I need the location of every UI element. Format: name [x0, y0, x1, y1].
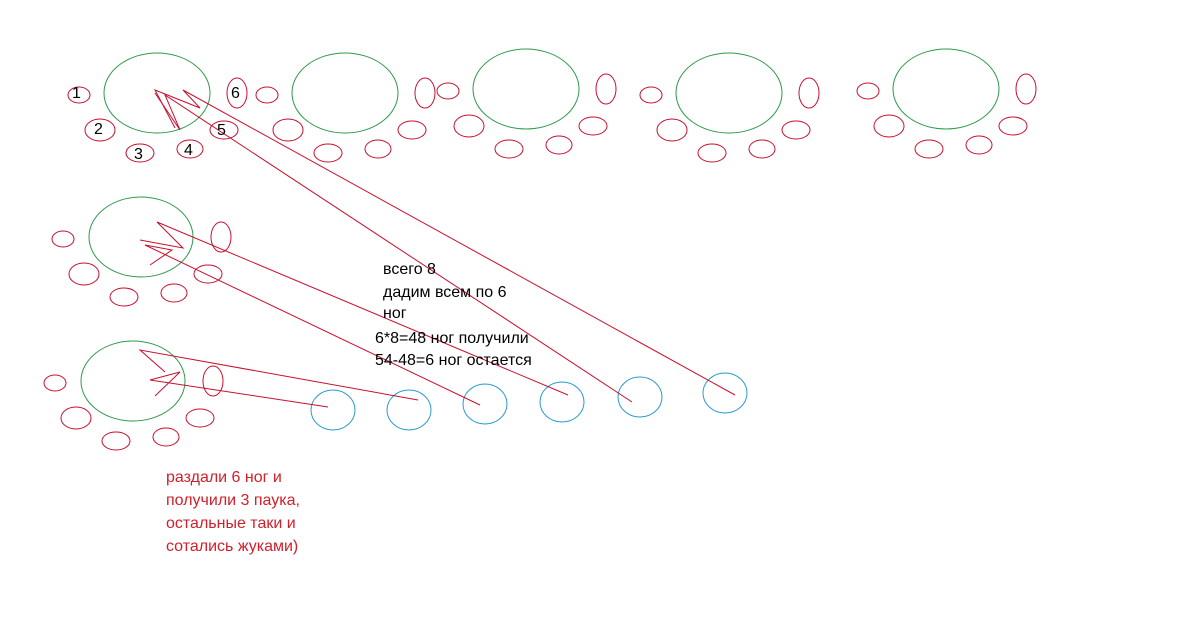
bug-body — [892, 48, 1000, 130]
arrow-line — [144, 244, 481, 406]
bug-leg — [109, 287, 139, 307]
leg-number-6: 6 — [231, 85, 240, 102]
bug-leg — [494, 139, 524, 159]
bug-leg — [639, 86, 663, 104]
bug-body — [291, 52, 399, 134]
note-total: всего 8 — [383, 261, 436, 278]
bug-leg — [255, 86, 279, 104]
bug-body — [472, 48, 580, 130]
note-calc-2: 54-48=6 ног остается — [375, 352, 532, 369]
bug-leg — [176, 139, 204, 159]
bug-leg — [856, 82, 880, 100]
bug-leg — [578, 116, 608, 136]
leg-number-3: 3 — [134, 146, 143, 163]
extra-leg — [617, 376, 663, 418]
bug-leg — [798, 77, 820, 109]
leg-number-1: 1 — [72, 85, 81, 102]
bug-leg — [101, 431, 131, 451]
bug-leg — [965, 135, 993, 155]
arrow-line — [138, 349, 419, 401]
extra-legs — [310, 372, 748, 431]
extra-leg — [462, 383, 508, 425]
bug-leg — [697, 143, 727, 163]
bug-leg — [545, 135, 573, 155]
extra-leg — [310, 389, 356, 431]
result-line-4: сотались жуками) — [166, 538, 299, 555]
bug-leg — [193, 264, 223, 284]
arrow-line — [154, 92, 633, 403]
bug-leg — [67, 86, 91, 104]
bug-leg — [84, 118, 116, 142]
extra-leg — [539, 381, 585, 423]
bug-leg — [51, 230, 75, 248]
bug-leg — [313, 143, 343, 163]
bug-leg — [436, 82, 460, 100]
leg-number-4: 4 — [184, 142, 193, 159]
bug-leg — [202, 365, 224, 397]
note-calc-1: 6*8=48 ног получили — [375, 330, 529, 347]
arrow-line — [149, 371, 329, 408]
bug-leg — [125, 143, 155, 163]
bug-leg — [1015, 73, 1037, 105]
bug-leg — [781, 120, 811, 140]
bug-leg — [209, 120, 239, 140]
bug-body — [88, 196, 194, 278]
result-line-2: получили 3 паука, — [166, 492, 300, 509]
bug-leg — [152, 427, 180, 447]
bug-bodies — [80, 48, 1000, 422]
bug-leg — [414, 77, 436, 109]
bug-body — [103, 52, 211, 134]
bug-leg — [43, 374, 67, 392]
extra-leg — [702, 372, 748, 414]
result-line-1: раздали 6 ног и — [166, 469, 282, 486]
bug-body — [80, 340, 186, 422]
bug-leg — [68, 262, 100, 286]
bug-body — [675, 52, 783, 134]
bug-leg — [998, 116, 1028, 136]
arrow-line — [139, 221, 569, 396]
extra-leg — [386, 389, 432, 431]
leg-number-2: 2 — [94, 121, 103, 138]
bug-leg — [160, 283, 188, 303]
bug-leg — [272, 118, 304, 142]
bug-legs — [43, 73, 1037, 451]
leg-number-5: 5 — [217, 122, 226, 139]
bug-leg — [656, 118, 688, 142]
bug-leg — [397, 120, 427, 140]
note-legs-word: ног — [383, 305, 407, 322]
bug-leg — [210, 221, 232, 253]
bug-leg — [873, 114, 905, 138]
bug-leg — [185, 408, 215, 428]
note-give: дадим всем по 6 — [383, 284, 507, 301]
bug-leg — [748, 139, 776, 159]
result-line-3: остальные таки и — [166, 515, 296, 532]
bug-leg — [595, 73, 617, 105]
arrows — [138, 89, 736, 408]
bug-leg — [364, 139, 392, 159]
bug-leg — [914, 139, 944, 159]
bug-leg — [60, 406, 92, 430]
bug-leg — [453, 114, 485, 138]
bug-leg — [226, 77, 248, 109]
